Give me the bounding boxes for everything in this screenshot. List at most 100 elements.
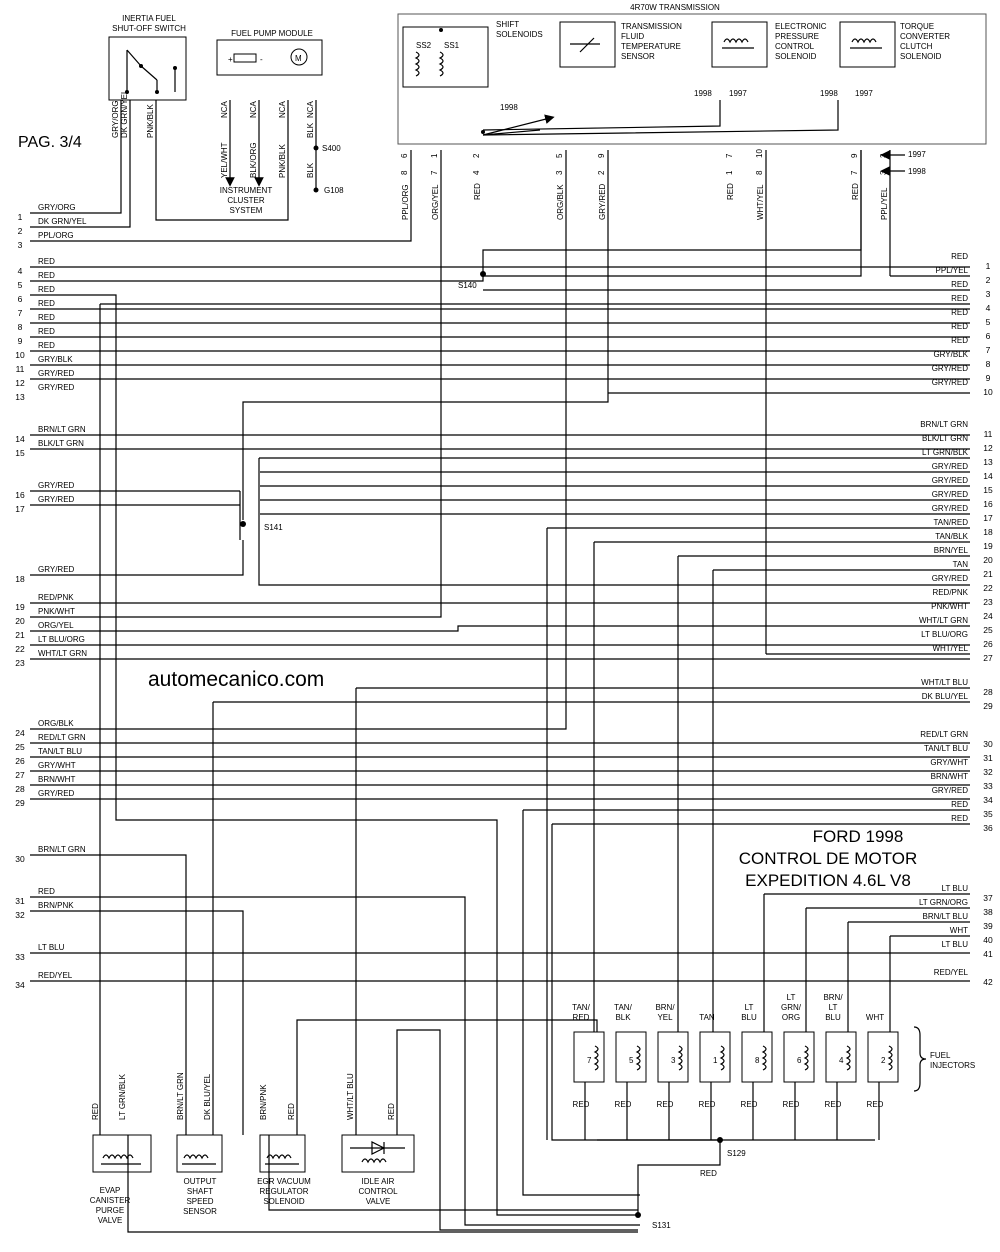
trans-pin-1998: 8	[755, 170, 764, 175]
fuel-injectors-label: FUEL INJECTORS	[913, 1026, 975, 1092]
right-pin-color: RED	[951, 252, 968, 261]
svg-text:SYSTEM: SYSTEM	[230, 206, 263, 215]
svg-text:SPEED: SPEED	[186, 1197, 213, 1206]
bottom-wire-color: RED	[91, 1103, 100, 1120]
injector-number: 2	[881, 1056, 886, 1065]
left-pin-number: 23	[15, 658, 25, 668]
right-pin-color: WHT/LT BLU	[921, 678, 968, 687]
right-pin-number: 14	[983, 471, 993, 481]
left-pin-color: LT BLU	[38, 943, 65, 952]
left-pin-number: 33	[15, 952, 25, 962]
svg-text:OUTPUT: OUTPUT	[184, 1177, 217, 1186]
right-pin-number: 12	[983, 443, 993, 453]
year-1998-b: 1998	[694, 89, 712, 98]
injector-body	[699, 1031, 731, 1083]
right-pin-color: GRY/RED	[932, 462, 969, 471]
right-pin-number: 40	[983, 935, 993, 945]
left-pin-number: 15	[15, 448, 25, 458]
injector-wire-color: LT	[787, 993, 796, 1002]
left-pin-number: 29	[15, 798, 25, 808]
injector-body	[783, 1031, 815, 1083]
wire-segment	[483, 150, 862, 277]
wire-segment	[30, 150, 442, 618]
svg-text:SHIFT: SHIFT	[496, 20, 519, 29]
splice-s141: S141	[264, 523, 283, 532]
inertia-switch: INERTIA FUEL SHUT-OFF SWITCH	[108, 14, 187, 101]
right-pin-color: TAN/LT BLU	[924, 744, 968, 753]
trans-pin-1997: 9	[597, 153, 606, 158]
right-pin-color: BLK/LT GRN	[922, 434, 968, 443]
right-pin-color: RED	[951, 814, 968, 823]
left-pin-color: GRY/RED	[38, 481, 75, 490]
right-pin-number: 20	[983, 555, 993, 565]
right-pin-color: WHT/LT GRN	[919, 616, 968, 625]
wire-segment	[30, 150, 862, 282]
injector-body	[825, 1031, 857, 1083]
left-pin-number: 3	[18, 240, 23, 250]
egr-vacuum-regulator-solenoid: EGR VACUUM REGULATOR SOLENOID	[257, 1134, 311, 1206]
top-wire-color: BLK	[306, 162, 315, 178]
right-pin-color: DK BLU/YEL	[922, 692, 969, 701]
left-pin-number: 11	[16, 364, 25, 374]
injector-number: 6	[797, 1056, 802, 1065]
wire-segment	[551, 824, 720, 1141]
injector-wire-color: RED	[573, 1013, 590, 1022]
bottom-wire-color: LT GRN/BLK	[118, 1073, 127, 1120]
left-pin-number: 12	[15, 378, 25, 388]
fuel-injector-row: 7TAN/REDRED5TAN/BLKRED3BRN/YELRED1TANRED…	[572, 993, 899, 1109]
right-pin-number: 5	[986, 317, 991, 327]
wire-segment	[637, 1140, 721, 1215]
left-pin-number: 10	[15, 350, 25, 360]
top-wire-color: PPL/ORG	[401, 184, 410, 220]
splice-dot	[480, 271, 486, 277]
left-pin-color: RED	[38, 341, 55, 350]
right-pin-color: BRN/WHT	[931, 772, 968, 781]
svg-text:SOLENOIDS: SOLENOIDS	[496, 30, 543, 39]
top-wire-color: BLK/ORG	[249, 142, 258, 178]
splice-s140: S140	[458, 281, 477, 290]
right-pin-color: BRN/YEL	[934, 546, 969, 555]
svg-text:FUEL: FUEL	[930, 1051, 951, 1060]
svg-text:INERTIA FUEL: INERTIA FUEL	[122, 14, 176, 23]
ground-g108: G108	[324, 186, 344, 195]
svg-text:TORQUE: TORQUE	[900, 22, 934, 31]
top-wire-color: RED	[726, 183, 735, 200]
left-pin-color: RED	[38, 313, 55, 322]
right-pin-number: 36	[983, 823, 993, 833]
ground-s400-g108: S400 G108	[313, 100, 344, 195]
wire-segment	[155, 100, 289, 221]
left-pin-number: 1	[18, 212, 23, 222]
right-pin-color: GRY/RED	[932, 378, 969, 387]
splice-dot	[240, 521, 246, 527]
injector-ground-color: RED	[825, 1100, 842, 1109]
top-wire-color: RED	[473, 183, 482, 200]
left-pin-number: 27	[15, 770, 25, 780]
right-pin-number: 19	[983, 541, 993, 551]
left-pin-number: 26	[15, 756, 25, 766]
wire-segment	[30, 100, 131, 228]
title-line-2: CONTROL DE MOTOR	[739, 849, 918, 868]
left-pin-color: BRN/WHT	[38, 775, 75, 784]
right-pin-number: 39	[983, 921, 993, 931]
trans-pin-1998: 1	[725, 170, 734, 175]
top-wire-color: NCA	[278, 100, 287, 118]
trans-pin-1997: 2	[472, 153, 481, 158]
wire-segment	[30, 910, 244, 1135]
injector-wire-color: BLU	[741, 1013, 757, 1022]
left-pin-color: RED	[38, 271, 55, 280]
injector-body	[741, 1031, 773, 1083]
right-pin-number: 25	[983, 625, 993, 635]
injector-ground-color: RED	[573, 1100, 590, 1109]
top-wire-color: GRY/ORG	[111, 100, 120, 138]
svg-text:4R70W TRANSMISSION: 4R70W TRANSMISSION	[630, 3, 720, 12]
wire-segment	[30, 540, 244, 576]
bottom-wire-color: RED	[387, 1103, 396, 1120]
injector-coil	[593, 1045, 599, 1071]
right-pin-color: RED	[951, 800, 968, 809]
injector-number: 4	[839, 1056, 844, 1065]
right-connector-pins: 1RED2PPL/YEL3RED4RED5RED6RED7RED8GRY/BLK…	[919, 252, 993, 987]
